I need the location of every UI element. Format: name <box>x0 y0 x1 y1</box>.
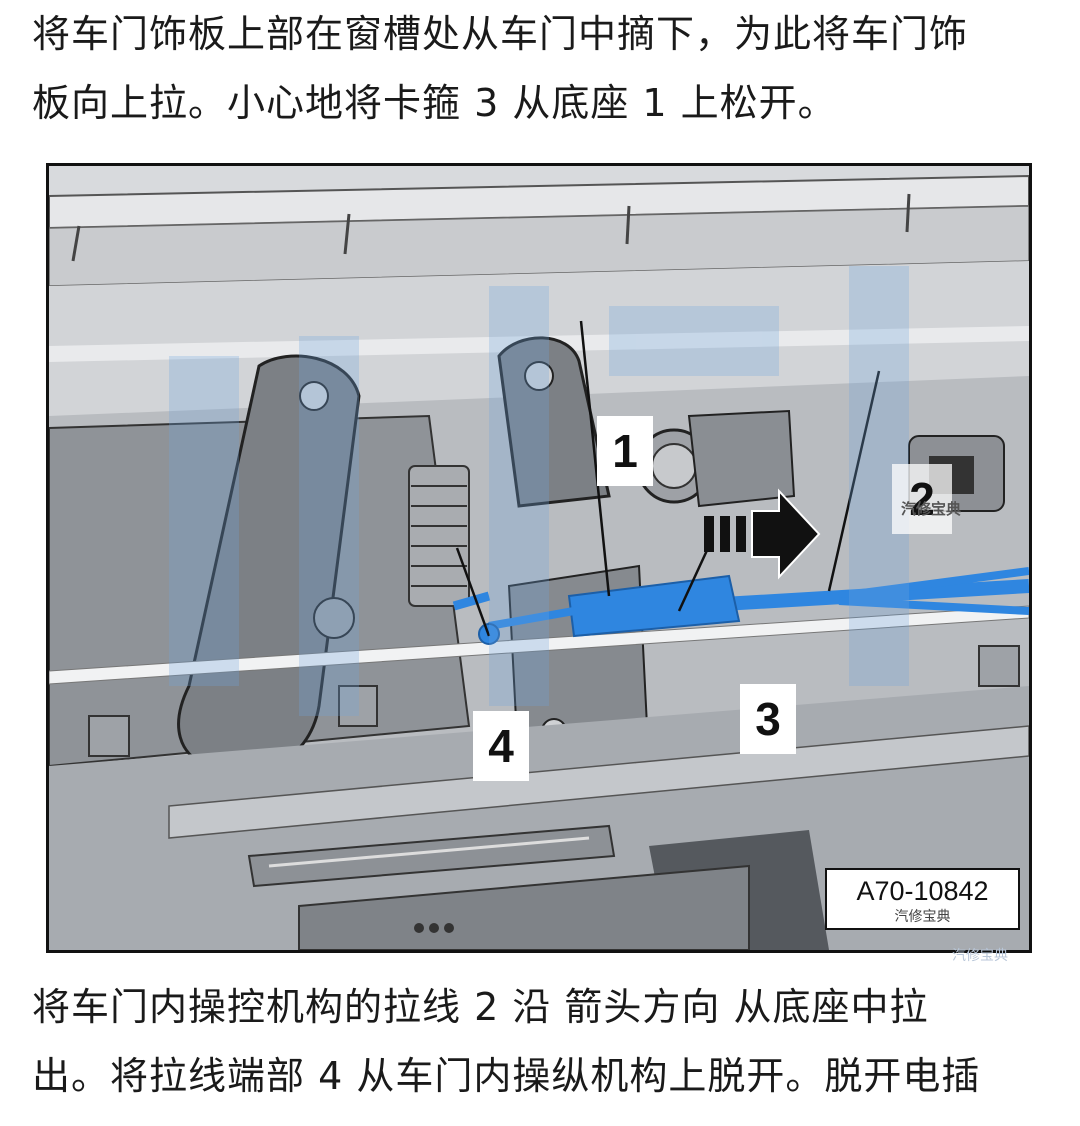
instruction-line: 出。将拉线端部 4 从车门内操纵机构上脱开。脱开电插 <box>32 1054 981 1098</box>
instruction-paragraph-top: 将车门饰板上部在窗槽处从车门中摘下，为此将车门饰 板向上拉。小心地将卡箍 3 从… <box>32 0 1052 138</box>
blue-cable <box>452 567 1029 645</box>
figure-reference-box: A70-10842 汽修宝典 <box>825 868 1020 930</box>
diagram-illustration <box>49 166 1029 950</box>
instruction-line: 板向上拉。小心地将卡箍 3 从底座 1 上松开。 <box>32 81 837 125</box>
repair-diagram: 1 2 汽修宝典 3 4 A70-10842 汽修宝典 <box>46 163 1032 953</box>
corner-watermark: 汽修宝典 <box>952 948 1008 964</box>
watermark-label: 汽修宝典 <box>901 500 962 518</box>
callout-1-base: 1 <box>597 416 653 486</box>
instruction-line: 将车门内操控机构的拉线 2 沿 箭头方向 从底座中拉 <box>32 985 929 1029</box>
instruction-paragraph-bottom: 将车门内操控机构的拉线 2 沿 箭头方向 从底座中拉 出。将拉线端部 4 从车门… <box>32 973 1052 1111</box>
callout-2-cable: 2 <box>892 464 952 534</box>
instruction-line: 将车门饰板上部在窗槽处从车门中摘下，为此将车门饰 <box>32 12 969 56</box>
direction-arrow <box>704 488 821 580</box>
callout-3-clamp: 3 <box>740 684 796 754</box>
callout-4-cable-end: 4 <box>473 711 529 781</box>
figure-reference-code: A70-10842 <box>856 876 989 906</box>
watermark-label: 汽修宝典 <box>894 909 951 925</box>
